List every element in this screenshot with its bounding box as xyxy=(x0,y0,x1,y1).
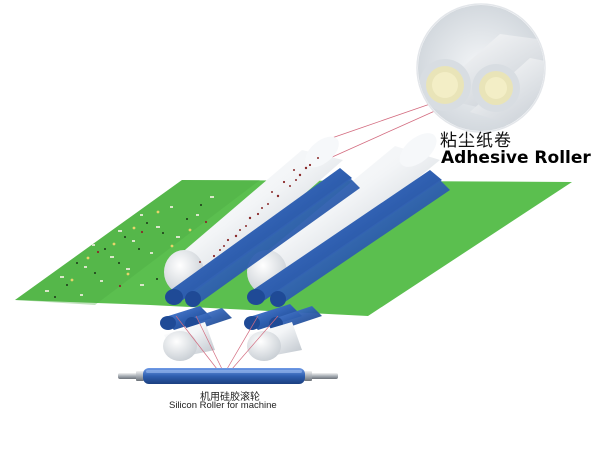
adhesive-roller-en-label: Adhesive Roller xyxy=(441,148,591,168)
adhesive-roller-cn-label: 粘尘纸卷 xyxy=(440,131,512,151)
silicon-roller-upper-right-2 xyxy=(270,180,450,307)
adhesive-roller-closeup xyxy=(416,3,546,133)
silicon-roller-upper-left xyxy=(165,168,352,305)
silicon-roller-upper-right xyxy=(247,170,442,305)
silicon-roller-upper-left-2 xyxy=(185,178,360,307)
lower-rollers xyxy=(160,304,322,361)
silicon-roller-machine xyxy=(118,368,338,384)
silicon-roller-en-label: Silicon Roller for machine xyxy=(169,400,277,411)
silicon-roller-cn-label: 机用硅胶滚轮 xyxy=(200,392,260,403)
callout-lines xyxy=(325,102,438,159)
pcb-board-shade xyxy=(15,180,260,305)
silicon-callout-lines xyxy=(175,315,279,370)
